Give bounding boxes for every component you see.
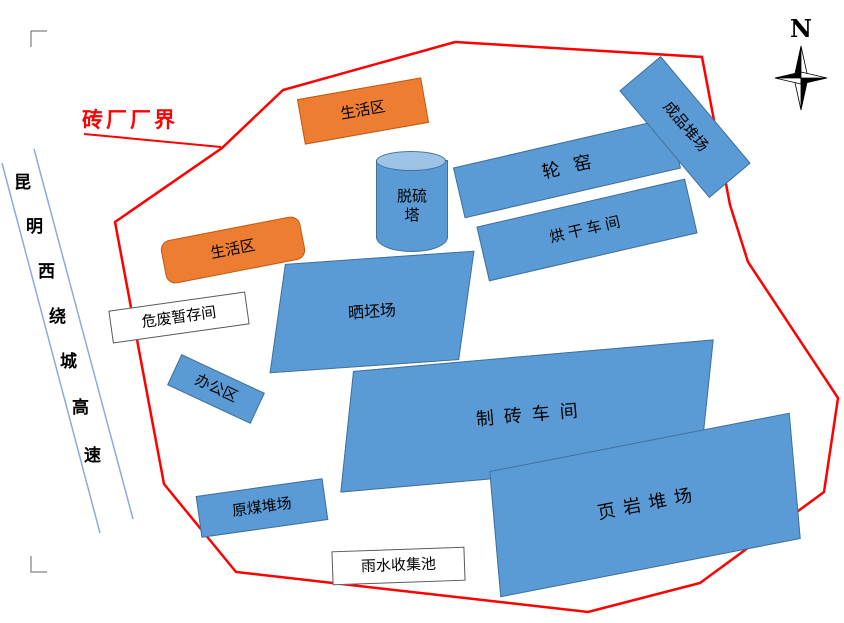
road-name-char: 速 bbox=[84, 446, 101, 466]
living-area-left-label: 生活区 bbox=[209, 236, 257, 263]
road-name-char: 绕 bbox=[49, 307, 66, 327]
boundary-label-pointer bbox=[83, 133, 222, 148]
road-name-char: 昆 bbox=[14, 173, 31, 193]
shale-yard-label: 页岩堆场 bbox=[595, 483, 702, 524]
brick-drying-field: 晒坯场 bbox=[269, 250, 475, 374]
drying-workshop-label: 烘干车间 bbox=[547, 212, 626, 247]
hazardous-waste-storage-label: 危废暂存间 bbox=[140, 302, 218, 332]
finished-product-yard-label: 成品堆场 bbox=[659, 97, 712, 156]
road-edge-right bbox=[33, 148, 134, 520]
brick-making-workshop-label: 制砖车间 bbox=[475, 399, 589, 431]
road-name-char: 城 bbox=[60, 352, 77, 372]
ring-kiln-label: 轮窑 bbox=[540, 148, 608, 184]
raw-coal-yard-label: 原煤堆场 bbox=[230, 494, 293, 521]
brick-drying-field-label: 晒坯场 bbox=[347, 300, 397, 323]
road-name-char: 西 bbox=[38, 262, 55, 282]
compass-rose-icon bbox=[774, 45, 828, 111]
compass-north-label: N bbox=[790, 14, 812, 43]
road-edge-left bbox=[1, 162, 101, 534]
factory-boundary-label: 砖厂厂界 bbox=[82, 107, 178, 132]
road-name-char: 明 bbox=[26, 217, 43, 237]
tower-label-line1: 脱硫 bbox=[396, 186, 427, 205]
rainwater-collection-pool-label: 雨水收集池 bbox=[360, 555, 437, 576]
desulfurization-tower: 脱硫 塔 bbox=[376, 151, 448, 252]
road-name-char: 高 bbox=[72, 398, 89, 418]
crop-mark-top-left-icon bbox=[30, 30, 47, 47]
desulfurization-tower-label: 脱硫 塔 bbox=[377, 161, 447, 251]
living-area-top-label: 生活区 bbox=[339, 97, 387, 124]
factory-boundary-outline bbox=[113, 40, 840, 614]
crop-mark-bottom-left-icon bbox=[30, 556, 47, 573]
rainwater-collection-pool: 雨水收集池 bbox=[331, 546, 466, 586]
tower-label-line2: 塔 bbox=[404, 206, 420, 224]
tower-top-ellipse bbox=[376, 151, 446, 171]
